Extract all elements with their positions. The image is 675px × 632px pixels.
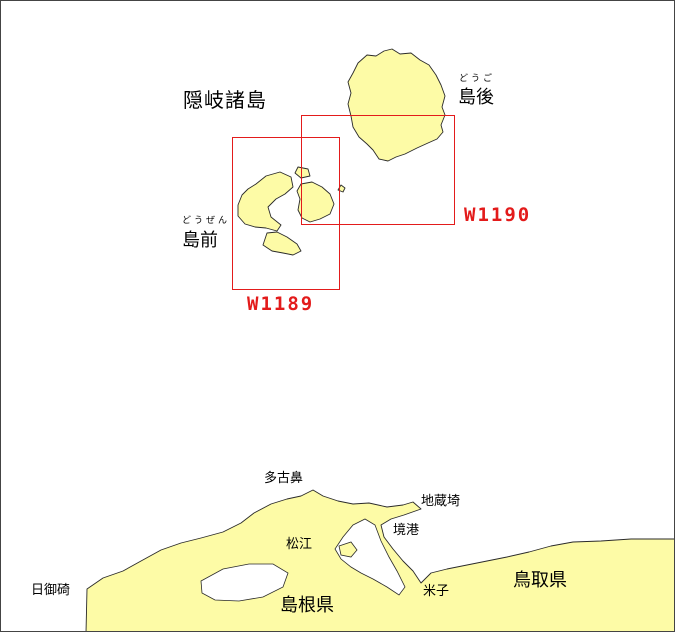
daikon-island bbox=[338, 541, 358, 558]
dogo-island bbox=[347, 48, 446, 162]
ruby-dogo: どうご bbox=[459, 74, 496, 84]
label-oki-islands: 隠岐諸島 bbox=[183, 88, 267, 112]
label-dozen: 島前 bbox=[182, 230, 218, 251]
label-sakaiminato: 境港 bbox=[393, 523, 420, 538]
ruby-dozen: どうぜん bbox=[182, 216, 231, 226]
label-yonago: 米子 bbox=[423, 584, 450, 599]
label-tagohana: 多古鼻 bbox=[264, 471, 304, 486]
chart-label-w1190[interactable]: W1190 bbox=[464, 204, 532, 226]
lake-shinji bbox=[200, 563, 289, 602]
dozen-island-west bbox=[237, 171, 294, 232]
label-dogo: 島後 bbox=[458, 87, 494, 108]
chart-frame-w1190[interactable] bbox=[301, 115, 455, 225]
label-tottori: 鳥取県 bbox=[513, 570, 567, 591]
label-matsue: 松江 bbox=[286, 537, 313, 552]
dozen-island-east bbox=[296, 181, 335, 223]
dozen-islet bbox=[294, 166, 311, 179]
chart-frame-w1189[interactable] bbox=[232, 137, 340, 290]
label-jizozaki: 地蔵埼 bbox=[421, 494, 461, 509]
chart-label-w1189[interactable]: W1189 bbox=[247, 293, 315, 315]
label-hinomisaki: 日御碕 bbox=[31, 583, 71, 598]
dozen-island-south bbox=[262, 231, 302, 256]
lake-nakaumi bbox=[334, 518, 406, 596]
label-shimane: 島根県 bbox=[280, 595, 334, 616]
